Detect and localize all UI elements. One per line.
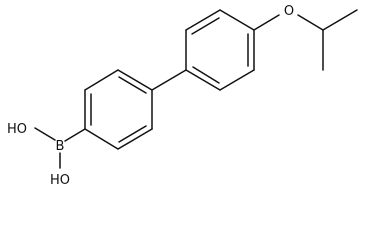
bond-boron-to-oh-top [34, 127, 56, 141]
bond-right-ring-double-3 [192, 66, 220, 84]
bond-oxygen-to-ch [297, 14, 324, 31]
bond-biaryl [151, 69, 187, 91]
bond-right-ring-5 [219, 69, 255, 91]
bond-ring-to-oxygen [253, 14, 280, 31]
atom-hydroxyl-top-label: HO [7, 122, 27, 137]
atom-boron-label: B [56, 139, 65, 154]
bond-ch-to-methyl-top [322, 9, 358, 31]
left-benzene-ring [84, 69, 153, 150]
structure-canvas: B HO HO O [6, 4, 358, 188]
bond-left-ring-3 [117, 128, 153, 150]
atom-hydroxyl-bottom-label: HO [50, 173, 70, 188]
bond-right-ring-6 [185, 69, 221, 91]
bond-left-ring-double-1 [118, 76, 147, 94]
bond-right-ring-2 [185, 9, 221, 31]
bond-left-ring-6 [84, 69, 119, 91]
bond-right-ring-double-1 [191, 17, 220, 35]
bond-left-ring-4 [84, 128, 119, 150]
bond-left-ring-double-2 [118, 125, 147, 143]
bond-ring-to-boron [64, 128, 86, 142]
atom-ether-oxygen-label: O [284, 4, 294, 19]
right-benzene-ring [185, 9, 255, 91]
molecule-structure: B HO HO O [7, 4, 358, 188]
bond-left-ring-1 [117, 69, 153, 91]
bond-right-ring-3 [219, 9, 255, 31]
